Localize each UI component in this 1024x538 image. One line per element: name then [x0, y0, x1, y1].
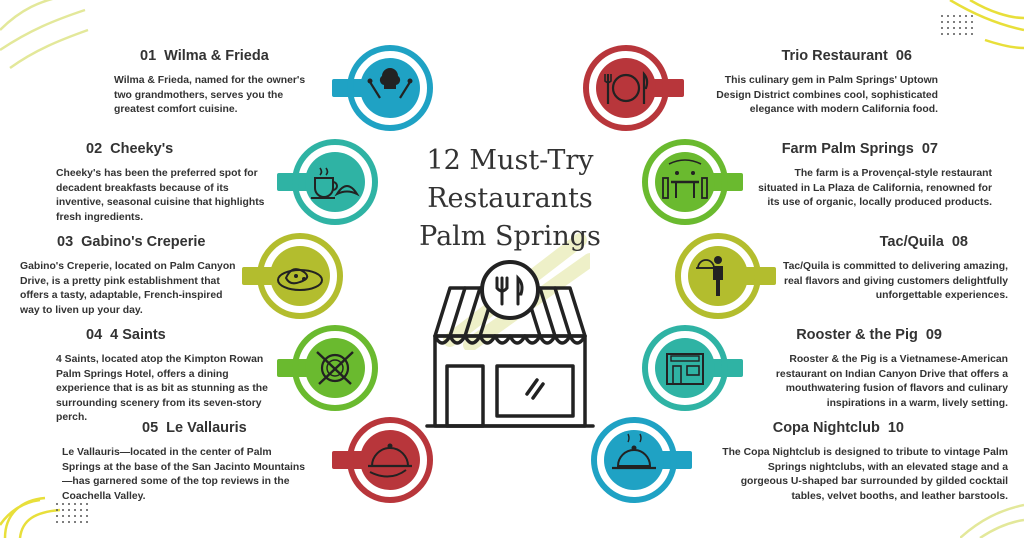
restaurant-storefront-icon: [425, 260, 595, 428]
item-number: 09: [925, 327, 942, 343]
badge-ring: [675, 233, 761, 319]
item-badge: [583, 45, 684, 131]
item-number: 06: [895, 48, 912, 64]
item-heading: 05 Le Vallauris: [62, 420, 312, 436]
item-number: 05: [142, 420, 159, 436]
item-badge: [332, 417, 433, 503]
item-heading: Trio Restaurant 06: [712, 48, 938, 64]
item-description: The farm is a Provençal-style restaurant…: [758, 168, 992, 209]
item-number: 01: [140, 48, 157, 64]
waiter-icon: [696, 256, 723, 296]
cloche-dish-icon: [612, 433, 656, 470]
item-heading: 03 Gabino's Creperie: [20, 234, 242, 250]
item-heading: Rooster & the Pig 09: [770, 327, 1008, 343]
item-badge: [642, 325, 743, 411]
item-badge: [277, 325, 378, 411]
item-name: Copa Nightclub: [772, 420, 880, 436]
item-name: Wilma & Frieda: [164, 48, 269, 64]
item-name: Trio Restaurant: [781, 48, 888, 64]
item-description: Gabino's Creperie, located on Palm Canyo…: [20, 261, 236, 316]
item-name: Tac/Quila: [879, 234, 944, 250]
item-heading: Farm Palm Springs 07: [752, 141, 994, 157]
badge-disc: [360, 430, 420, 490]
item-description: Tac/Quila is committed to delivering ama…: [783, 261, 1008, 302]
title-line-1: 12 Must-Try: [426, 145, 594, 176]
item-description: Wilma & Frieda, named for the owner's tw…: [114, 75, 306, 116]
item-name: Gabino's Creperie: [81, 234, 206, 250]
storefront-icon: [666, 353, 704, 385]
list-item: Tac/Quila 08 Tac/Quila is committed to de…: [780, 234, 1008, 304]
badge-ring: [642, 139, 728, 225]
badge-ring: [583, 45, 669, 131]
item-number: 10: [887, 420, 904, 436]
item-badge: [277, 139, 378, 225]
item-name: Rooster & the Pig: [796, 327, 918, 343]
title-line-3: Palm Springs: [419, 221, 601, 252]
item-name: Farm Palm Springs: [781, 141, 914, 157]
top-right-squiggle: [949, 0, 1024, 50]
badge-disc: [270, 246, 330, 306]
list-item: 05 Le Vallauris Le Vallauris—located in t…: [62, 420, 312, 504]
item-badge: [642, 139, 743, 225]
item-description: Le Vallauris—located in the center of Pa…: [62, 447, 306, 502]
item-name: 4 Saints: [110, 327, 166, 343]
dining-table-icon: [662, 159, 708, 199]
serving-cloche-icon: [368, 443, 412, 478]
list-item: 04 4 Saints 4 Saints, located atop the Ki…: [56, 327, 278, 426]
item-heading: Tac/Quila 08: [780, 234, 1008, 250]
badge-ring: [642, 325, 728, 411]
badge-ring: [292, 325, 378, 411]
item-badge: [242, 233, 343, 319]
badge-disc: [596, 58, 656, 118]
chef-utensils-icon: [367, 68, 413, 99]
item-number: 03: [57, 234, 74, 250]
list-item: 02 Cheeky's Cheeky's has been the preferr…: [56, 141, 276, 225]
item-heading: 02 Cheeky's: [56, 141, 276, 157]
badge-ring: [347, 417, 433, 503]
item-description: 4 Saints, located atop the Kimpton Rowan…: [56, 354, 268, 424]
item-description: Cheeky's has been the preferred spot for…: [56, 168, 265, 223]
top-right-dots: [941, 15, 973, 35]
list-item: Copa Nightclub 10 The Copa Nightclub is d…: [718, 420, 1008, 504]
list-item: 03 Gabino's Creperie Gabino's Creperie, l…: [20, 234, 242, 318]
item-description: Rooster & the Pig is a Vietnamese-Americ…: [775, 354, 1008, 409]
badge-ring: [257, 233, 343, 319]
badge-disc: [655, 338, 715, 398]
bottom-left-squiggle: [0, 496, 61, 538]
item-name: Le Vallauris: [166, 420, 247, 436]
list-item: 01 Wilma & Frieda Wilma & Frieda, named f…: [114, 48, 314, 118]
bottom-right-squiggle: [960, 503, 1024, 538]
badge-ring: [347, 45, 433, 131]
bottom-left-dots: [56, 503, 88, 523]
top-left-squiggle: [0, 0, 89, 70]
item-description: The Copa Nightclub is designed to tribut…: [722, 447, 1008, 502]
infographic-title: 12 Must-Try Restaurants Palm Springs: [400, 142, 620, 256]
list-item: Rooster & the Pig 09 Rooster & the Pig is…: [770, 327, 1008, 411]
item-description: This culinary gem in Palm Springs' Uptow…: [716, 75, 938, 116]
list-item: Trio Restaurant 06 This culinary gem in P…: [712, 48, 938, 118]
badge-ring: [591, 417, 677, 503]
crepe-plate-icon: [277, 268, 323, 291]
item-badge: [675, 233, 776, 319]
list-item: Farm Palm Springs 07 The farm is a Proven…: [752, 141, 994, 211]
plate-cutlery-icon: [604, 70, 649, 104]
item-number: 04: [86, 327, 103, 343]
badge-disc: [604, 430, 664, 490]
badge-ring: [292, 139, 378, 225]
coffee-croissant-icon: [311, 167, 360, 199]
item-number: 07: [921, 141, 938, 157]
item-heading: Copa Nightclub 10: [718, 420, 1008, 436]
item-name: Cheeky's: [110, 141, 174, 157]
item-badge: [591, 417, 692, 503]
plate-fork-knife-icon: [316, 351, 354, 385]
item-badge: [332, 45, 433, 131]
item-number: 08: [951, 234, 968, 250]
item-heading: 01 Wilma & Frieda: [114, 48, 314, 64]
item-heading: 04 4 Saints: [56, 327, 278, 343]
title-line-2: Restaurants: [427, 183, 593, 214]
item-number: 02: [86, 141, 103, 157]
